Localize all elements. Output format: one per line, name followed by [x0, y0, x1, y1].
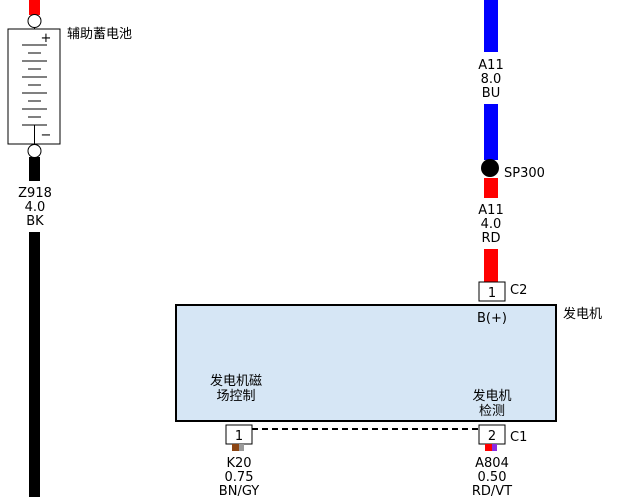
generator-sense-label-2: 检测	[479, 404, 505, 419]
battery-top-red-wire	[29, 0, 40, 15]
wire-a11-bottom-color: RD	[481, 231, 500, 246]
wire-k20-circuit: K20	[226, 456, 251, 471]
generator-field-label-1: 发电机磁	[210, 373, 262, 389]
wire-a804-stub-violet	[492, 444, 497, 451]
battery-minus-sign: −	[41, 128, 52, 143]
wire-k20-stub-gray	[239, 444, 244, 451]
wire-a11-bottom-circuit: A11	[478, 203, 503, 218]
wire-a11-bottom-lower	[484, 249, 498, 282]
wire-a804-stub-red	[485, 444, 492, 451]
wire-a11-top-color: BU	[482, 86, 500, 101]
wire-a11-bottom-upper	[484, 178, 498, 198]
connector-c1-name: C1	[510, 430, 527, 445]
wire-z918-color: BK	[26, 214, 44, 229]
wire-a11-top-lower	[484, 104, 498, 160]
wire-a804-circuit: A804	[475, 456, 509, 471]
wire-z918-circuit: Z918	[18, 186, 52, 201]
generator-module	[175, 304, 557, 422]
splice-label: SP300	[504, 166, 545, 181]
wire-a804-color: RD/VT	[472, 484, 512, 497]
wire-a11-top-size: 8.0	[481, 72, 502, 87]
wire-k20-stub-brown	[232, 444, 239, 451]
wire-z918-upper	[29, 157, 40, 181]
connector-c2-pin: 1	[488, 286, 496, 301]
connector-c2-pin-box	[478, 281, 506, 302]
battery-plus-sign: +	[41, 31, 52, 46]
generator-terminal-b: B(+)	[477, 311, 507, 326]
battery-label: 辅助蓄电池	[67, 27, 132, 42]
generator-sense-label-1: 发电机	[472, 388, 511, 404]
battery-top-terminal	[27, 14, 42, 28]
generator-field-label-2: 场控制	[216, 389, 255, 404]
connector-c2-name: C2	[510, 283, 527, 298]
generator-label: 发电机	[563, 306, 602, 322]
wire-a11-top-upper	[484, 0, 498, 52]
wire-z918-lower	[29, 232, 40, 497]
wire-a11-top-circuit: A11	[478, 58, 503, 73]
wire-k20-color: BN/GY	[219, 484, 259, 497]
wire-k20-size: 0.75	[225, 470, 254, 485]
splice-sp300	[481, 159, 499, 177]
wire-a804-size: 0.50	[478, 470, 507, 485]
battery-symbol-cells	[22, 44, 47, 145]
connector-c1-pin-left: 1	[235, 429, 243, 444]
connector-c1-pin-right: 2	[488, 429, 496, 444]
battery-bottom-terminal	[27, 144, 42, 158]
wire-z918-size: 4.0	[25, 200, 46, 215]
wire-a11-bottom-size: 4.0	[481, 217, 502, 232]
